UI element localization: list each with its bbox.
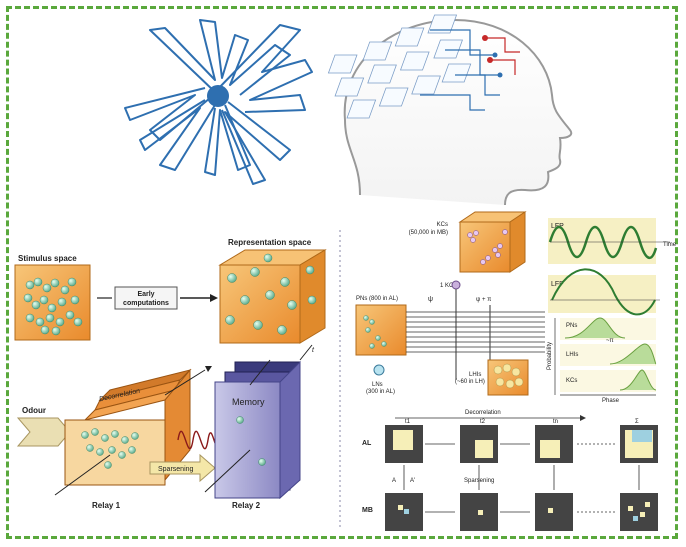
stimulus-label: Stimulus space [18,254,77,263]
sparsening-grid-label: Sparsening [464,478,494,484]
kcs-label-2: (50,000 in MB) [409,230,448,236]
lhis-label-2: (~60 in LH) [455,379,485,385]
dashed-frame [6,6,678,539]
psi-label: ψ [428,296,433,303]
lfp-label-2: LFP [551,281,564,288]
sparsening-label: Sparsening [158,466,194,473]
odour-label: Odour [22,406,46,415]
lns-label-2: (300 in AL) [366,389,395,395]
a-prime-label: A' [410,478,415,484]
tn-label: tn [553,419,558,425]
t2-label: t2 [480,419,486,425]
pns-row-label: PNs [566,323,577,329]
time-label: t [312,347,315,354]
kc-box: KCs (50,000 in MB) [409,211,527,273]
phase-label: Phase [602,398,620,404]
probability-label: Probability [547,342,553,370]
mb-label: MB [362,507,373,514]
sum-label: Σ [635,419,639,425]
relay-diagram: Odour Decorrelation Sparsening Memory t [16,344,315,510]
early-computations: Early computations [97,286,218,310]
neuron-drawing [124,19,313,185]
early-label-2: computations [123,300,169,307]
early-label-1: Early [137,291,154,298]
relay2-label: Relay 2 [232,501,261,510]
kcs-row-label: KCs [566,378,577,384]
time-axis-label: Time [663,242,677,248]
pi-label: ~π [606,338,614,344]
representation-space: Representation space [218,238,327,344]
one-kc-label: 1 KC [440,283,454,289]
pn-kc-circuit: 1 KC PNs (800 in AL) ψ ψ + π LNs (300 in… [355,280,545,396]
lns-label-1: LNs [372,382,383,388]
t1-label: t1 [405,419,411,425]
lhis-label-1: LHIs [469,372,481,378]
decorrelation-grid: Decorrelation AL MB t1 t2 tn Σ A A' Spar… [362,410,658,531]
stimulus-space: Stimulus space [14,254,91,341]
relay1-label: Relay 1 [92,501,121,510]
al-label: AL [362,440,372,447]
lhis-row-label: LHIs [566,352,578,358]
network-panels [327,14,472,119]
a-label: A [392,478,396,484]
pns-label: PNs (800 in AL) [356,296,398,302]
memory-label: Memory [232,397,265,407]
representation-label: Representation space [228,238,312,247]
network-wires [420,29,520,111]
lfp-panel: LFP Time LFP PNs LHIs ~π KCs Probability… [547,218,677,404]
psi-pi-label: ψ + π [476,297,491,303]
decorrelation-title: Decorrelation [465,410,501,416]
kcs-label-1: KCs [437,222,448,228]
